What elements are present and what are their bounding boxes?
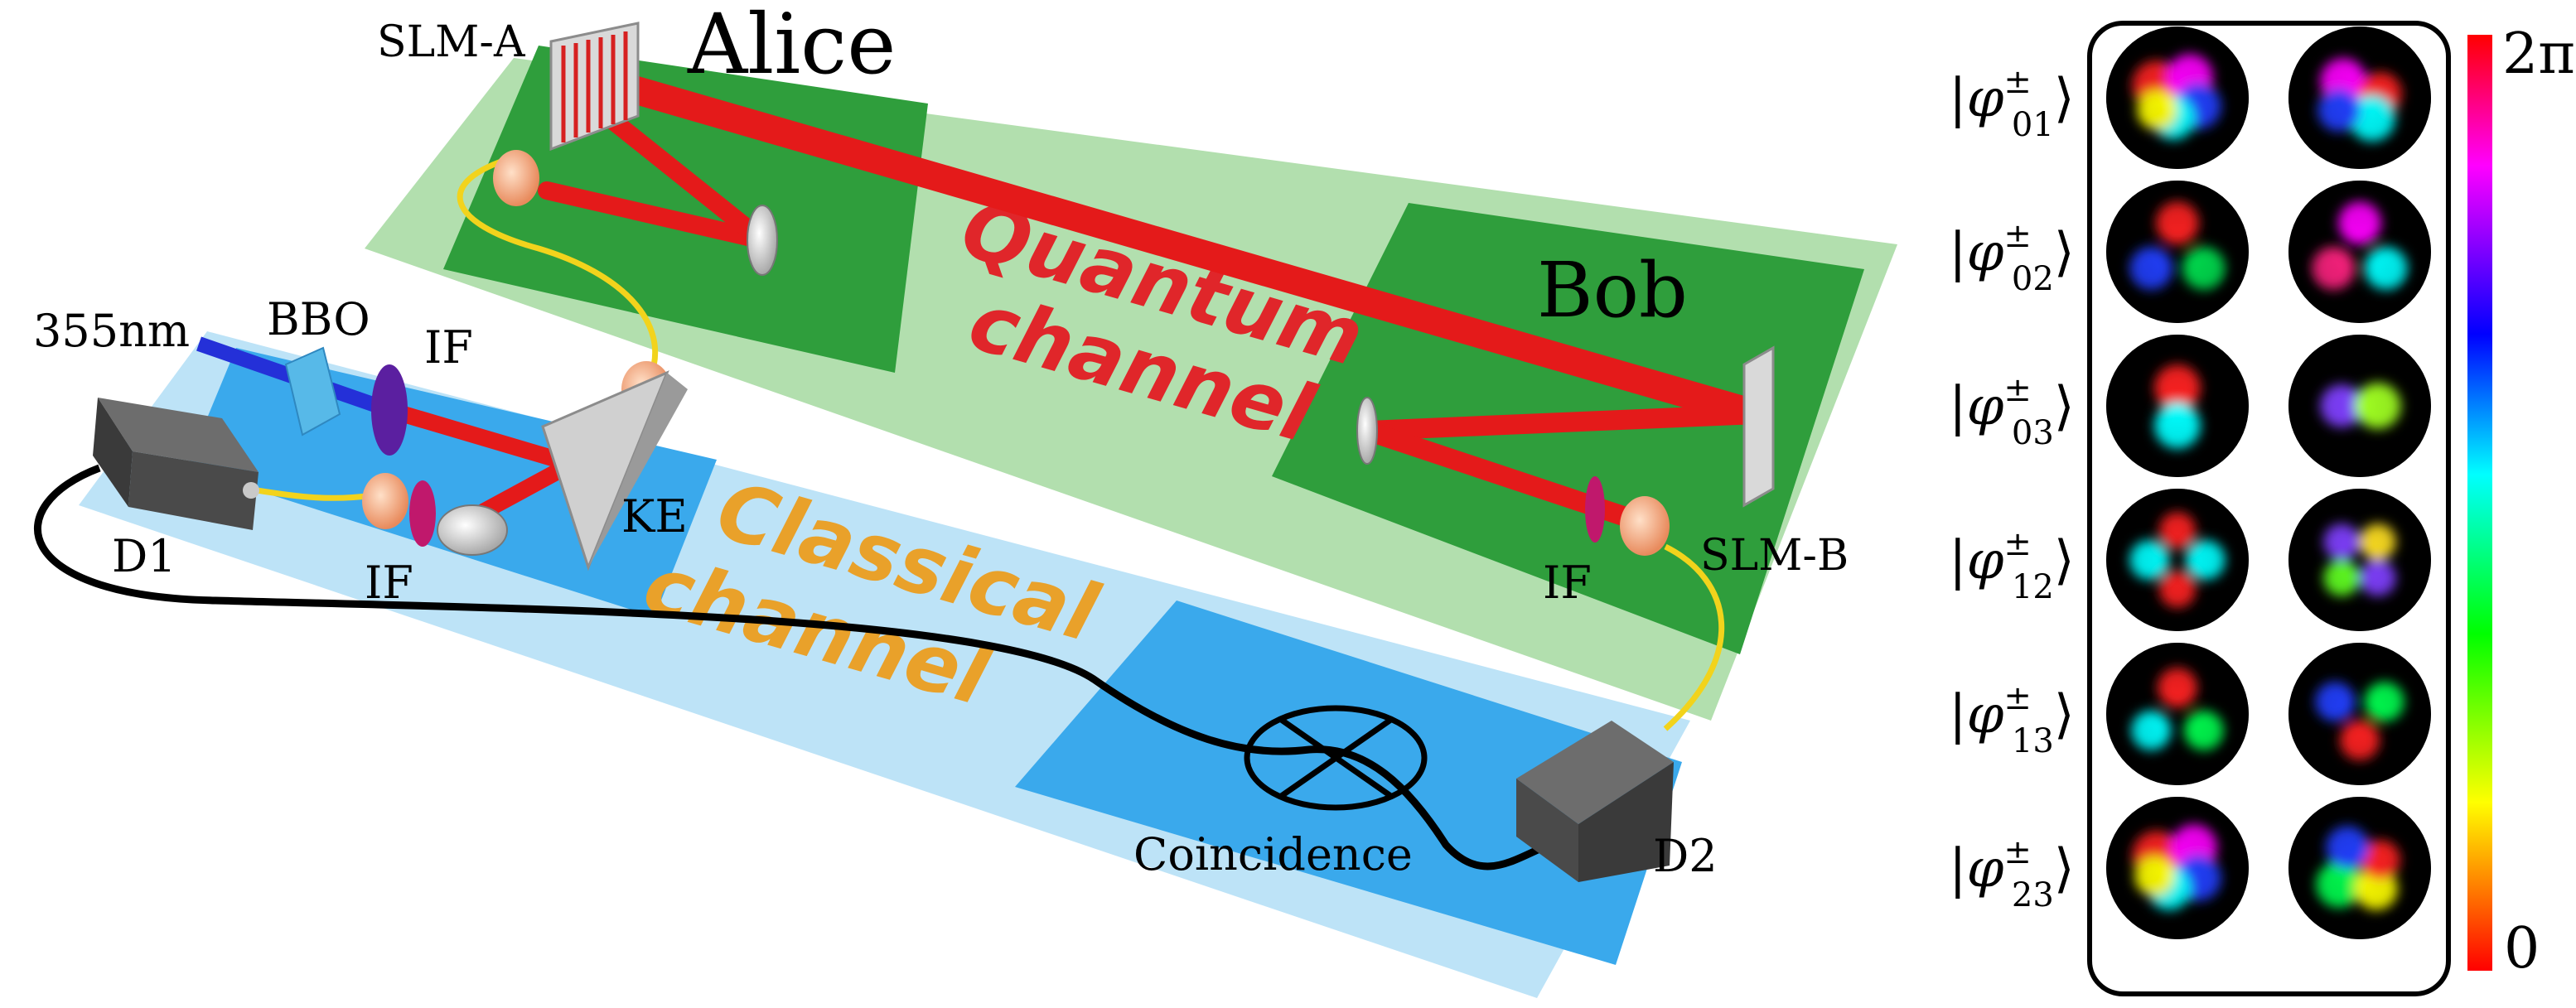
mode-state-label: |φ±01⟩ [1949, 63, 2075, 144]
mode-row: |φ±03⟩ [1949, 335, 2431, 477]
d2-label: D2 [1653, 830, 1718, 882]
mode-vignette [2288, 27, 2431, 169]
fiber-alice [457, 154, 659, 379]
ke-label: KE [621, 490, 688, 543]
d1-lens [362, 473, 408, 529]
bob-if-filter [1585, 476, 1605, 543]
bob-mirror [1356, 397, 1378, 465]
mode-row: |φ±13⟩ [1949, 643, 2431, 785]
pump-wavelength-label: 355nm [33, 305, 190, 357]
slm-a [549, 22, 640, 152]
alice-label: Alice [687, 0, 896, 93]
coincidence-plane [1015, 600, 1682, 965]
mode-vignette [2106, 643, 2249, 785]
bbo-crystal [284, 346, 341, 436]
ke-prism [541, 370, 688, 572]
bob-lens [1620, 496, 1670, 556]
coincidence-label: Coincidence [1133, 828, 1413, 880]
classical-cable [33, 464, 1551, 871]
if-filter-pump [371, 364, 408, 456]
slm-b [1742, 345, 1775, 508]
fiber-bob [1663, 543, 1724, 731]
d1-label: D1 [112, 530, 176, 582]
mode-vignette [2288, 181, 2431, 323]
mode-vignette [2288, 335, 2431, 477]
mode-state-label: |φ±03⟩ [1949, 371, 2075, 452]
colorbar-max-label: 2π [2502, 22, 2575, 87]
bob-label: Bob [1537, 246, 1688, 335]
mode-state-label: |φ±02⟩ [1949, 217, 2075, 298]
colorbar-min-label: 0 [2504, 916, 2540, 981]
colorbar-gradient [2467, 35, 2492, 971]
mode-state-label: |φ±12⟩ [1949, 525, 2075, 606]
coincidence-counter [1244, 705, 1428, 811]
detector-d1 [93, 398, 259, 530]
mode-vignette [2288, 643, 2431, 785]
d1-if-filter [409, 480, 436, 547]
slm-a-label: SLM-A [377, 17, 526, 67]
mode-vignette [2106, 181, 2249, 323]
phase-colorbar: 2π 0 [2467, 22, 2575, 981]
alice-mirror [747, 205, 778, 276]
mode-vignette [2288, 797, 2431, 939]
mode-vignette [2106, 797, 2249, 939]
bbo-label: BBO [267, 293, 370, 345]
alice-lens [493, 150, 539, 206]
mode-row: |φ±01⟩ [1949, 27, 2431, 169]
mode-row: |φ±02⟩ [1949, 181, 2431, 323]
mode-row: |φ±12⟩ [1949, 489, 2431, 631]
mode-state-label: |φ±13⟩ [1949, 679, 2075, 760]
mode-vignette [2106, 489, 2249, 631]
mode-panel: |φ±01⟩ |φ±02⟩ |φ±03⟩ |φ±12⟩ |φ±13⟩ |φ±23⟩ [1949, 21, 2451, 996]
d1-mirror [437, 504, 508, 556]
fiber-d1 [256, 487, 374, 501]
mode-state-label: |φ±23⟩ [1949, 833, 2075, 914]
if-label-bob: IF [1543, 557, 1592, 609]
mode-vignette [2106, 27, 2249, 169]
mode-vignette [2288, 489, 2431, 631]
slm-b-label: SLM-B [1700, 531, 1849, 581]
if-label-top: IF [424, 321, 473, 374]
if-label-bottom: IF [365, 557, 413, 609]
mode-row: |φ±23⟩ [1949, 797, 2431, 939]
detector-d2 [1516, 721, 1674, 882]
mode-rows: |φ±01⟩ |φ±02⟩ |φ±03⟩ |φ±12⟩ |φ±13⟩ |φ±23⟩ [1949, 27, 2431, 939]
mode-vignette [2106, 335, 2249, 477]
